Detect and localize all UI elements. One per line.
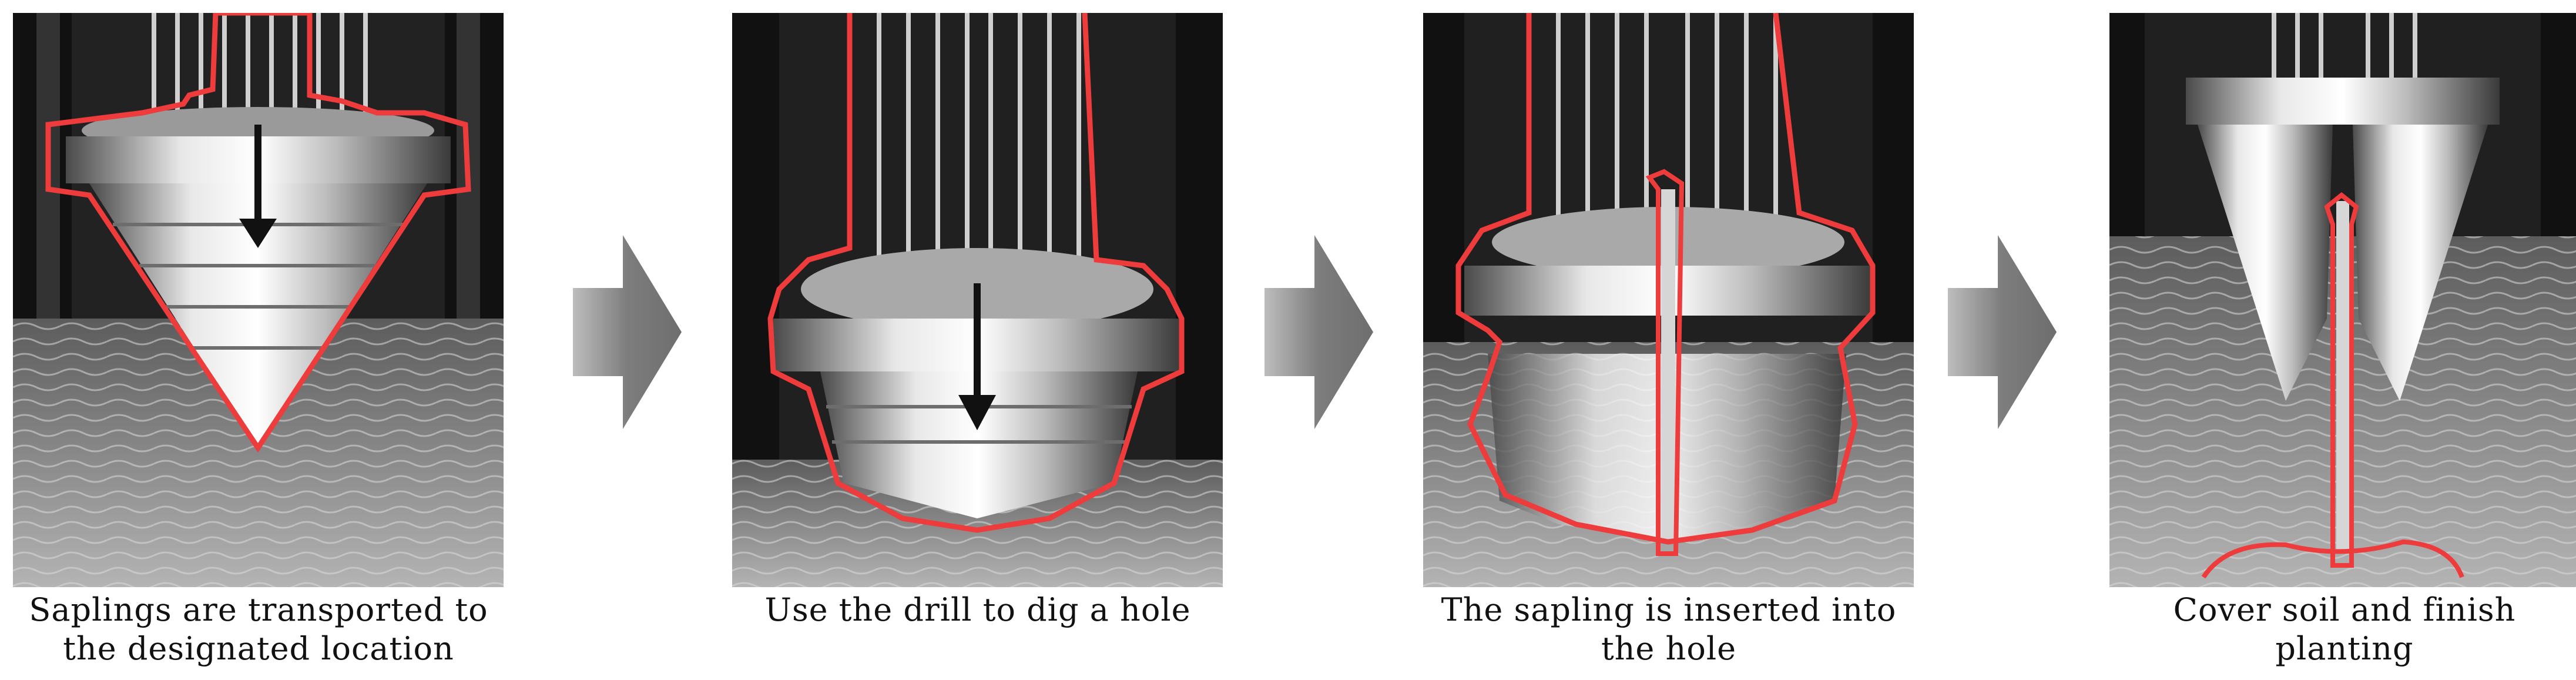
- highlight-outline: [1455, 13, 1876, 545]
- right-arrow-icon: [573, 235, 682, 429]
- caption-line: Saplings are transported to: [29, 591, 488, 628]
- drill-digging-illustration: [732, 13, 1223, 587]
- step-2-caption: Use the drill to dig a hole: [684, 591, 1272, 629]
- step-4-caption: Cover soil and finish planting: [2051, 591, 2576, 668]
- caption-line: Use the drill to dig a hole: [764, 591, 1191, 628]
- planting-complete-illustration: [2109, 13, 2576, 587]
- caption-line: the designated location: [63, 630, 454, 667]
- sapling-insertion-illustration: [1423, 13, 1914, 587]
- caption-line: planting: [2275, 630, 2414, 667]
- step-1-image: [13, 13, 504, 587]
- step-4-image: [2109, 13, 2576, 587]
- highlight-outline: [767, 13, 1185, 533]
- step-2-image: [732, 13, 1223, 587]
- step-3-image: [1423, 13, 1914, 587]
- sapling-outline: [1645, 169, 1685, 556]
- caption-line: The sapling is inserted into: [1441, 591, 1897, 628]
- step-1-caption: Saplings are transported to the designat…: [0, 591, 552, 668]
- highlight-outline: [45, 13, 471, 453]
- soil-mound-outline: [2201, 539, 2464, 579]
- step-3-caption: The sapling is inserted into the hole: [1375, 591, 1963, 668]
- right-arrow-icon: [1948, 235, 2057, 429]
- right-arrow-icon: [1264, 235, 1373, 429]
- sapling-outline: [2324, 192, 2359, 568]
- caption-line: the hole: [1601, 630, 1737, 667]
- sapling-transport-illustration: [13, 13, 504, 587]
- caption-line: Cover soil and finish: [2173, 591, 2516, 628]
